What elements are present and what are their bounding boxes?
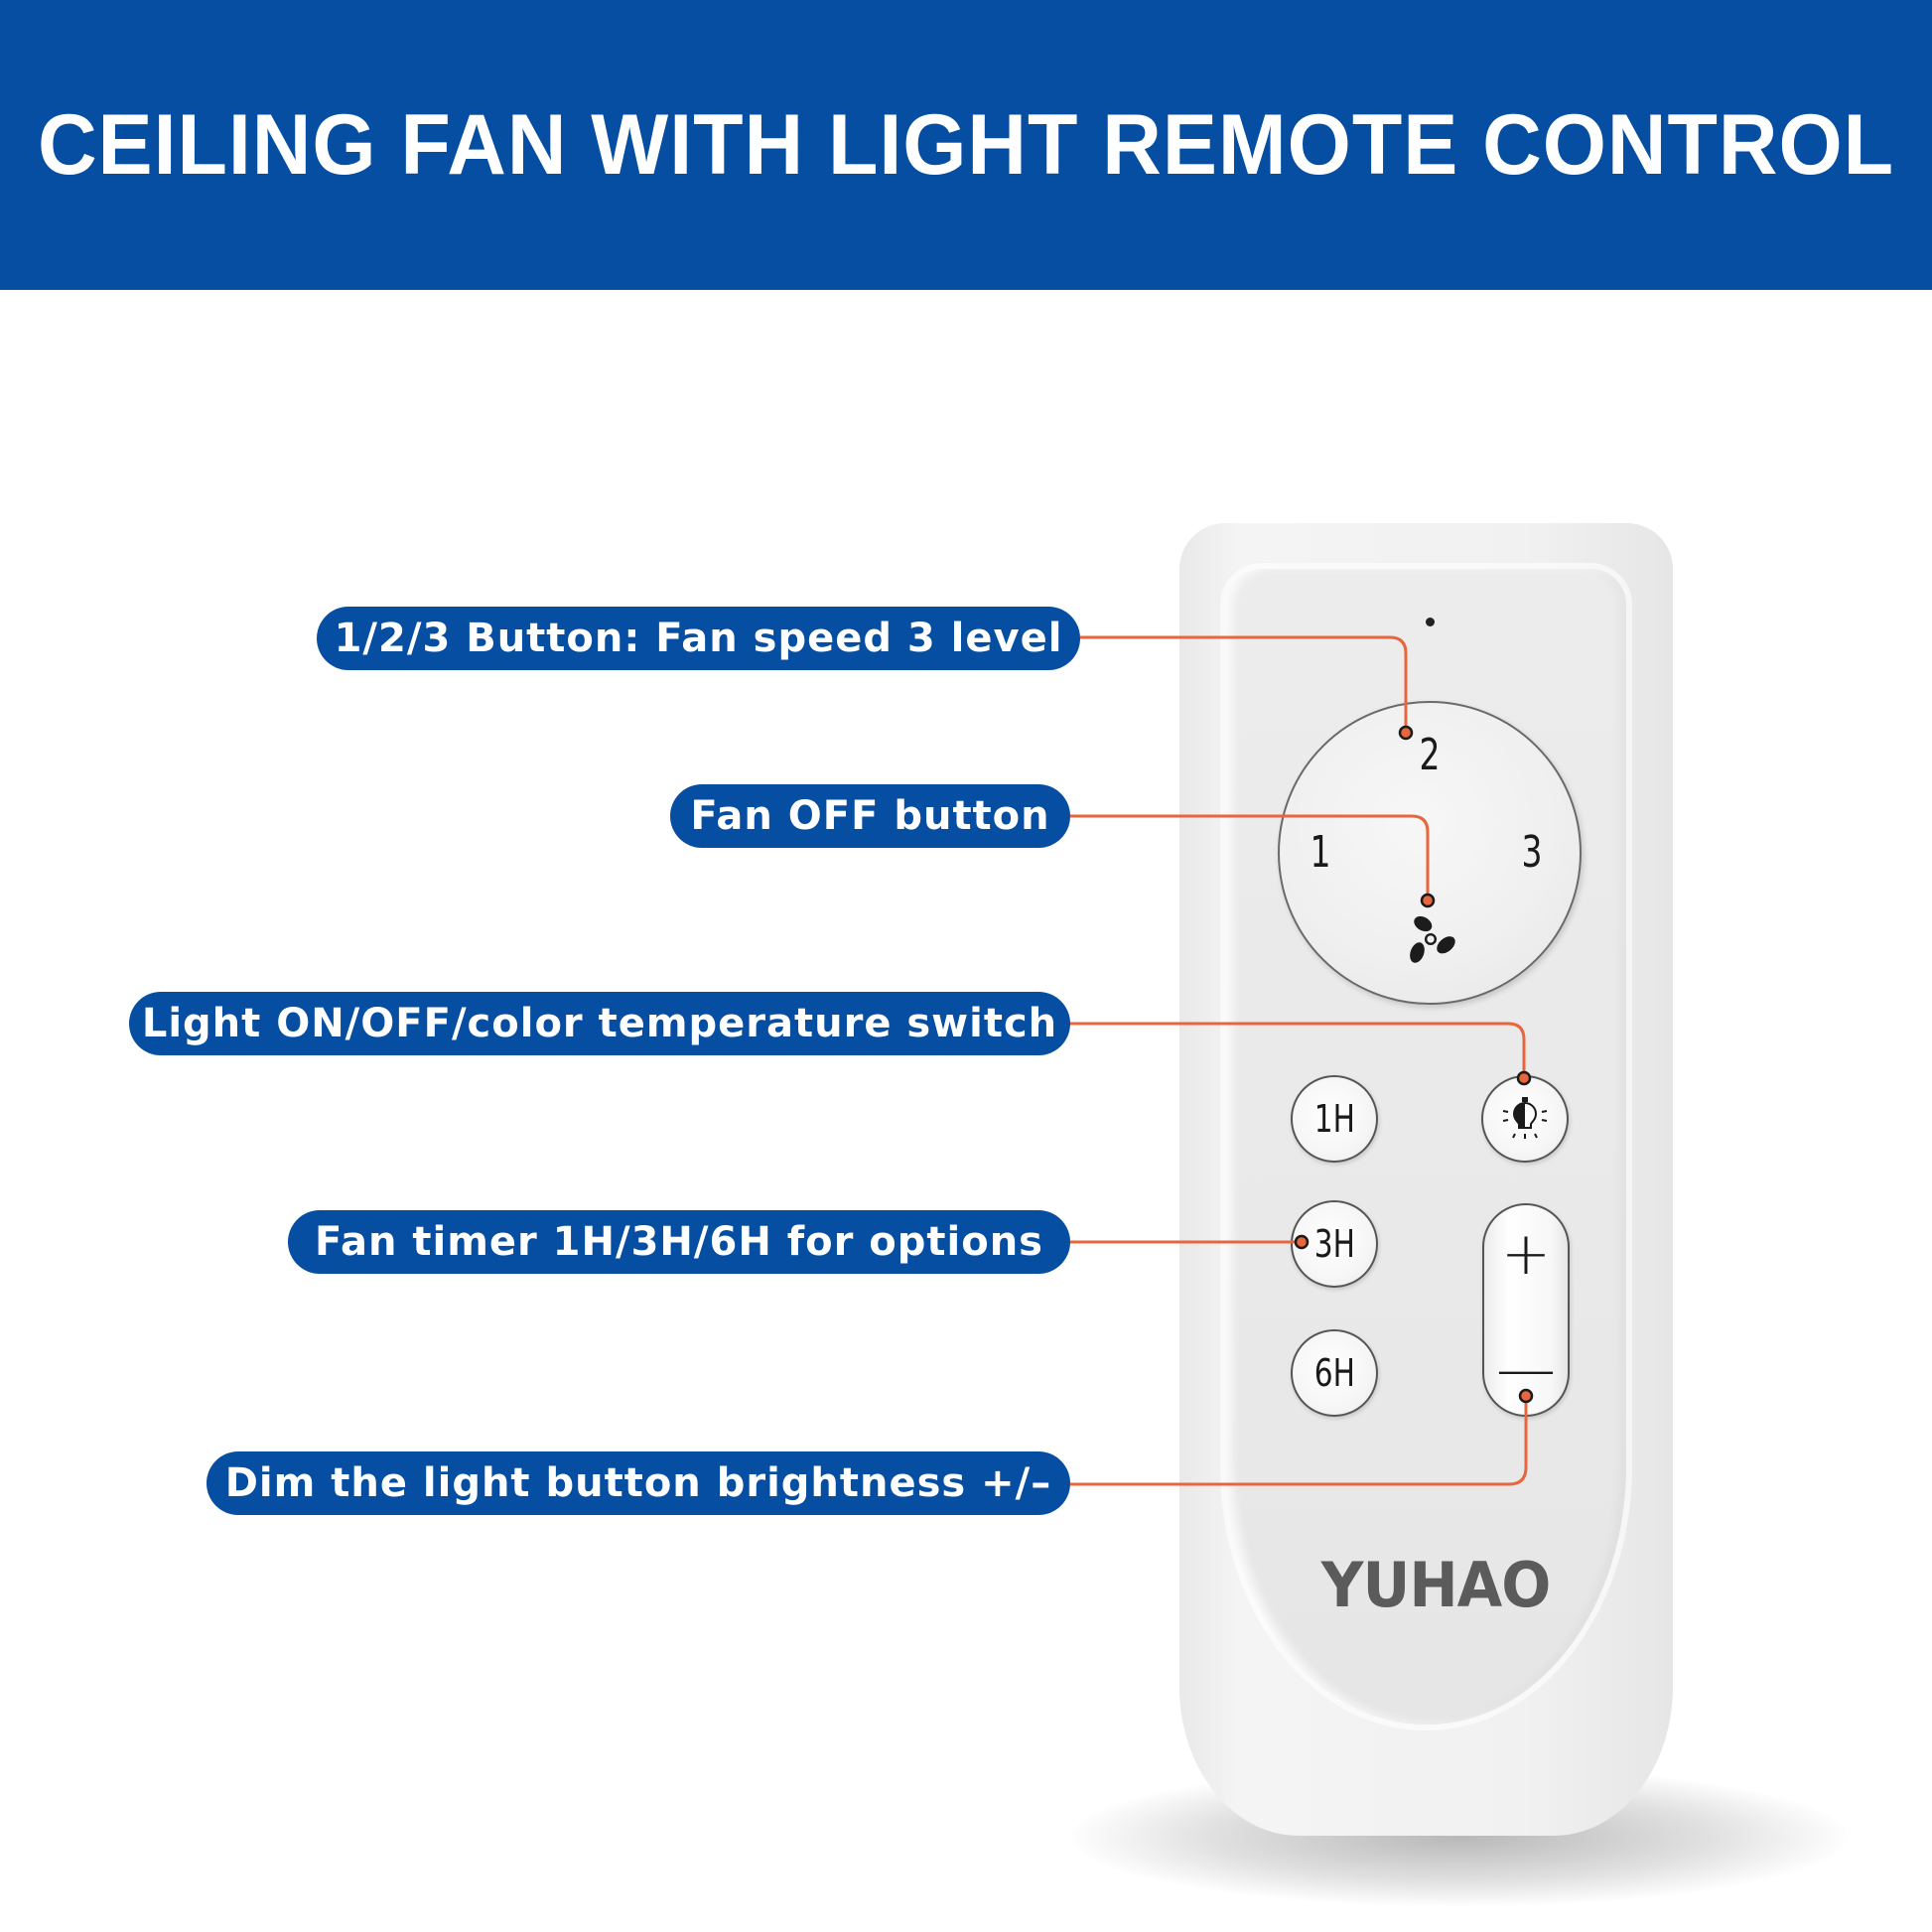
timer-1h-label: 1H bbox=[1313, 1097, 1355, 1141]
callout-light-switch: Light ON/OFF/color temperature switch bbox=[129, 992, 1070, 1055]
indicator-led bbox=[1426, 618, 1435, 626]
timer-6h-label: 6H bbox=[1313, 1351, 1355, 1395]
callout-dimmer-label: Dim the light button brightness +/– bbox=[224, 1460, 1052, 1506]
speed-2-button[interactable]: 2 bbox=[1419, 730, 1441, 780]
timer-1h-button[interactable]: 1H bbox=[1291, 1075, 1378, 1163]
callout-light-switch-label: Light ON/OFF/color temperature switch bbox=[141, 1001, 1058, 1046]
callout-fan-timer-label: Fan timer 1H/3H/6H for options bbox=[315, 1219, 1043, 1265]
callout-fan-timer: Fan timer 1H/3H/6H for options bbox=[288, 1210, 1070, 1274]
timer-6h-button[interactable]: 6H bbox=[1291, 1329, 1378, 1417]
timer-3h-label: 3H bbox=[1313, 1222, 1355, 1266]
callout-fan-speed: 1/2/3 Button: Fan speed 3 level bbox=[317, 607, 1080, 670]
speed-1-button[interactable]: 1 bbox=[1310, 827, 1331, 878]
callout-dimmer: Dim the light button brightness +/– bbox=[207, 1451, 1070, 1515]
speed-3-button[interactable]: 3 bbox=[1521, 827, 1543, 878]
page-title: CEILING FAN WITH LIGHT REMOTE CONTROL bbox=[37, 96, 1895, 193]
header-banner: CEILING FAN WITH LIGHT REMOTE CONTROL bbox=[0, 0, 1932, 290]
dimmer-rocker[interactable]: + — bbox=[1482, 1203, 1570, 1417]
fan-icon[interactable] bbox=[1402, 910, 1459, 968]
light-toggle-button[interactable] bbox=[1481, 1075, 1569, 1163]
callout-fan-speed-label: 1/2/3 Button: Fan speed 3 level bbox=[334, 616, 1063, 661]
timer-3h-button[interactable]: 3H bbox=[1291, 1200, 1378, 1288]
callout-fan-off: Fan OFF button bbox=[670, 784, 1070, 848]
lightbulb-icon bbox=[1502, 1097, 1548, 1139]
brand-logo: YUHAO bbox=[1320, 1549, 1552, 1621]
brightness-up-button[interactable]: + bbox=[1500, 1219, 1552, 1289]
callout-fan-off-label: Fan OFF button bbox=[690, 793, 1050, 839]
brightness-down-button[interactable]: — bbox=[1496, 1334, 1556, 1404]
